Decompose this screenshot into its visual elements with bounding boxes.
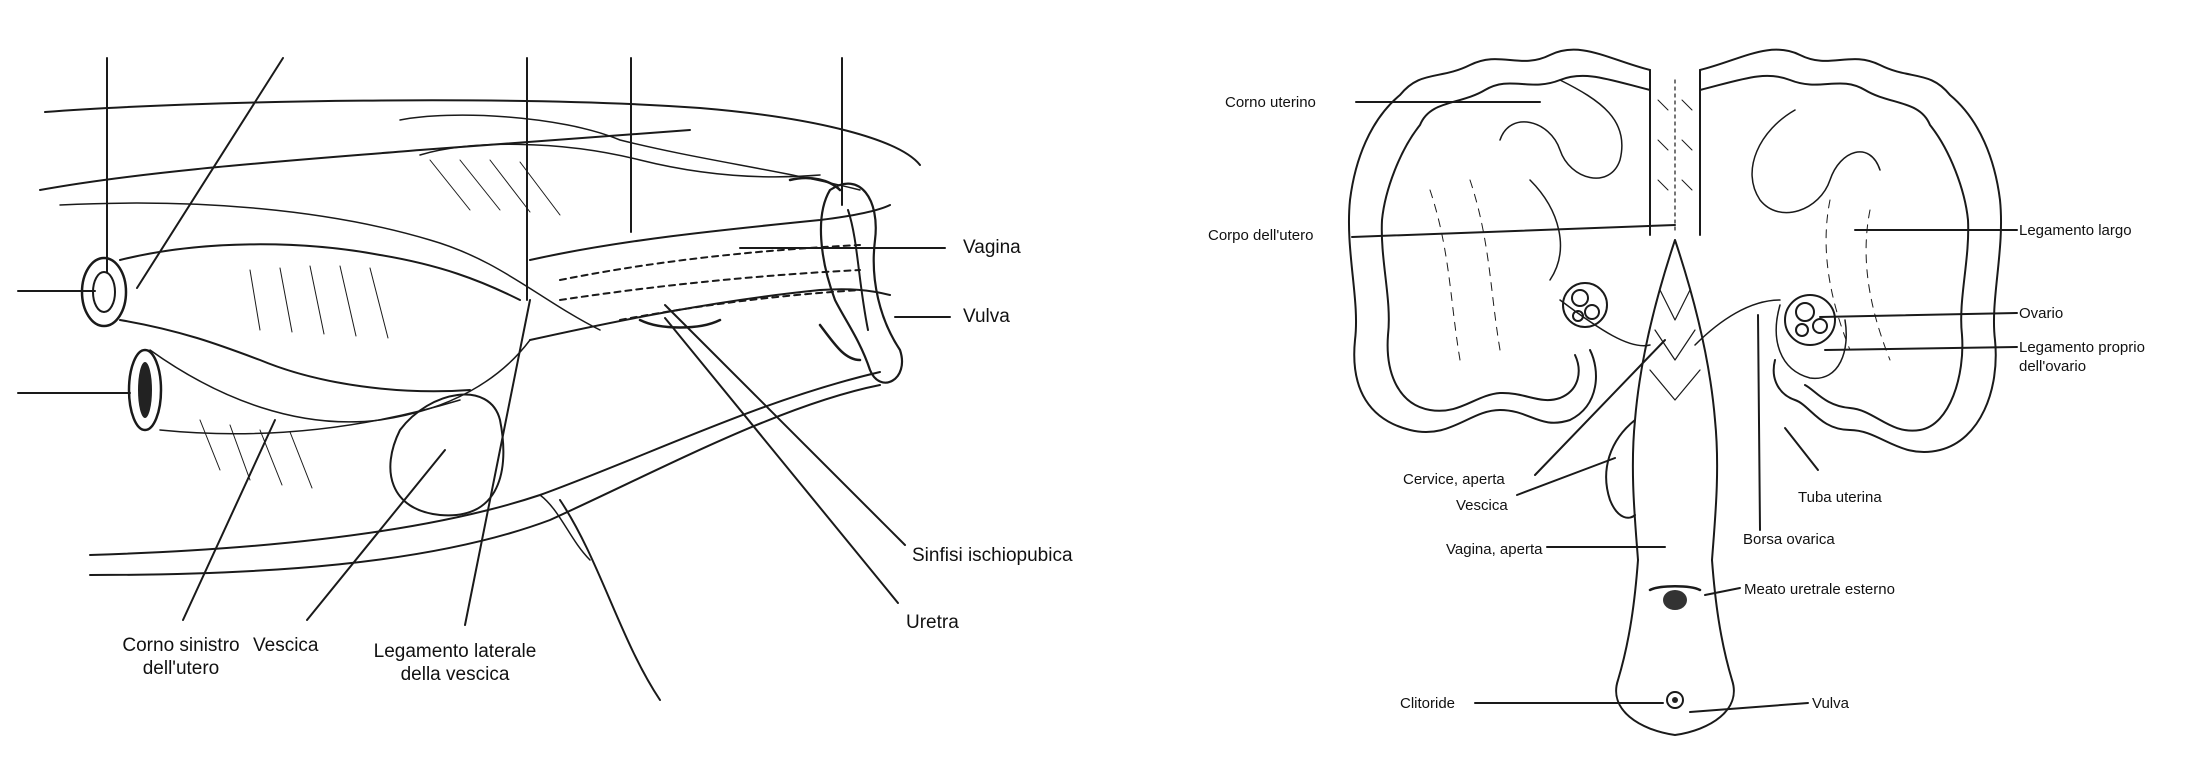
uterine-horn-left: [1347, 48, 1651, 433]
uterine-horn-right: [1699, 48, 2003, 453]
dorsal-contour: [44, 99, 921, 166]
label-vulva: Vulva: [963, 306, 1010, 327]
label-ovario: Ovario: [2019, 305, 2064, 322]
label-vescica: Vescica: [1456, 497, 1508, 514]
label-legamento-proprio-line1: Legamento proprio: [2019, 339, 2145, 356]
label-legamento-proprio: Legamento proprio dell'ovario: [2019, 338, 2145, 376]
label-legamento-largo: Legamento largo: [2019, 222, 2132, 239]
label-meato-uretrale: Meato uretrale esterno: [1744, 581, 1895, 598]
label-legamento-laterale: Legamento laterale della vescica: [360, 640, 550, 686]
dorsal-view-figure: Corno uterino Corpo dell'utero Legamento…: [1130, 0, 2199, 763]
label-corno-uterino: Corno uterino: [1225, 94, 1316, 111]
label-vagina: Vagina: [963, 237, 1021, 258]
ovarian-bursa: [1775, 304, 1847, 379]
clitoris: [1666, 691, 1684, 709]
vulva: [819, 182, 903, 384]
label-corno-sinistro: Corno sinistro dell'utero: [96, 634, 266, 680]
label-clitoride: Clitoride: [1400, 695, 1456, 712]
label-vescica: Vescica: [253, 635, 319, 656]
ovary-left: [1562, 282, 1608, 328]
dorsal-view-drawing: [1347, 48, 2018, 736]
label-tuba-uterina: Tuba uterina: [1798, 489, 1882, 506]
label-legamento-line1: Legamento laterale: [373, 641, 537, 662]
vagina-opened: [1615, 559, 1735, 736]
label-borsa-ovarica: Borsa ovarica: [1743, 531, 1835, 548]
label-legamento-proprio-line2: dell'ovario: [2019, 358, 2087, 375]
vagina-tube: [529, 204, 891, 261]
bladder: [1605, 419, 1636, 519]
label-sinfisi-ischiopubica: Sinfisi ischiopubica: [912, 545, 1073, 566]
uterine-body: [1649, 69, 1701, 236]
label-uretra: Uretra: [906, 612, 959, 633]
bladder: [389, 393, 505, 517]
label-corno-line2: dell'utero: [142, 658, 220, 679]
lateral-view-figure: Vagina Vulva Sinfisi ischiopubica Uretra…: [17, 57, 1073, 701]
lateral-view-drawing: [17, 57, 951, 701]
label-corno-line1: Corno sinistro: [122, 635, 240, 656]
ovary-right: [1784, 294, 1836, 346]
label-cervice-aperta: Cervice, aperta: [1403, 471, 1505, 488]
label-legamento-line2: della vescica: [400, 664, 510, 685]
label-corpo-utero: Corpo dell'utero: [1208, 227, 1314, 244]
label-vulva: Vulva: [1812, 695, 1849, 712]
urethral-meatus: [1663, 590, 1687, 610]
label-vagina-aperta: Vagina, aperta: [1446, 541, 1543, 558]
horn-cut: [127, 348, 163, 432]
